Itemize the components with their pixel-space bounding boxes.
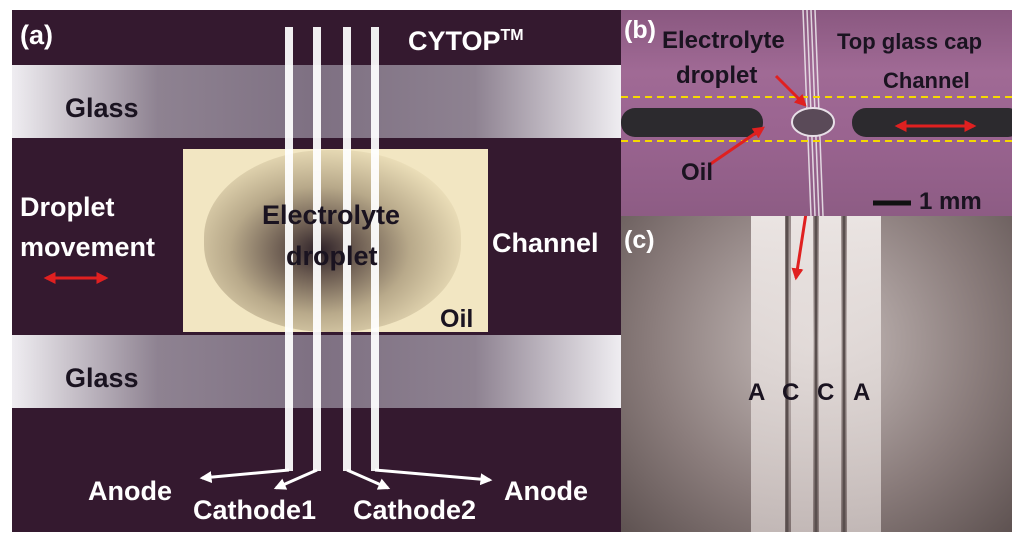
anode-left-label: Anode [88,476,172,506]
electrolyte-droplet-shape [204,150,461,332]
electrode-cathode-2 [343,27,351,471]
panel-b-label: (b) [624,16,656,44]
b-oil-label: Oil [681,159,714,186]
cytop-label: CYTOPTM [408,26,524,56]
stripe-cathode-2 [819,216,841,532]
photo-droplet [791,107,835,137]
cathode2-label: Cathode2 [353,495,477,525]
b-droplet-label-line2: droplet [676,62,758,89]
electrolyte-droplet-label-line2: droplet [286,241,378,271]
electrode-cathode-1 [313,27,321,471]
electrolyte-pointer-arrow [774,74,807,107]
lead-arrow-cathode2 [346,468,391,490]
panel-b-drawing [621,10,1012,216]
panel-a-schematic: (a) CYTOPTM Glass Glass Droplet movement… [12,10,621,532]
top-glass-cap-label: Top glass cap [837,29,983,54]
panel-b-photo: (b) Electrolyte droplet Top glass cap Ch… [621,10,1012,216]
stripe-cathode-1 [791,216,813,532]
lead-arrow-cathode1 [273,468,318,490]
droplet-movement-label-line1: Droplet [20,192,115,222]
scale-bar-label: 1 mm [919,188,982,215]
letter-c-1: C [782,379,800,406]
droplet-movement-label-line2: movement [20,232,156,262]
lead-arrow-anode-right [374,468,493,486]
cathode1-label: Cathode1 [193,495,317,525]
panel-c-drawing [751,216,881,532]
channel-label: Channel [492,228,599,258]
panel-c-photo: (c) A C C A [621,216,1012,532]
panel-c-label: (c) [624,226,655,254]
panel-a-label: (a) [20,20,53,50]
b-electrolyte-label-line1: Electrolyte [662,27,785,54]
panel-a-arrows [43,272,493,490]
lead-arrow-anode-left [199,468,290,484]
electrolyte-droplet-label-line1: Electrolyte [262,200,401,230]
letter-a-right: A [853,379,871,406]
electrode-anode-right [371,27,379,471]
glass-bottom-label: Glass [65,363,139,393]
oil-pointer-arrow [708,126,765,167]
stripe-anode-right [847,216,881,532]
channel-left-segment [621,108,763,137]
oil-label: Oil [440,305,474,333]
b-channel-label: Channel [883,68,970,93]
stripe-anode-left [751,216,785,532]
lead-arrows [199,468,493,490]
glass-top-label: Glass [65,93,139,123]
zoom-arrow [791,216,808,281]
channel-right-segment [852,108,1012,137]
anode-right-label: Anode [504,476,588,506]
letter-a-left: A [748,379,766,406]
letter-c-2: C [817,379,835,406]
electrode-anode-left [285,27,293,471]
